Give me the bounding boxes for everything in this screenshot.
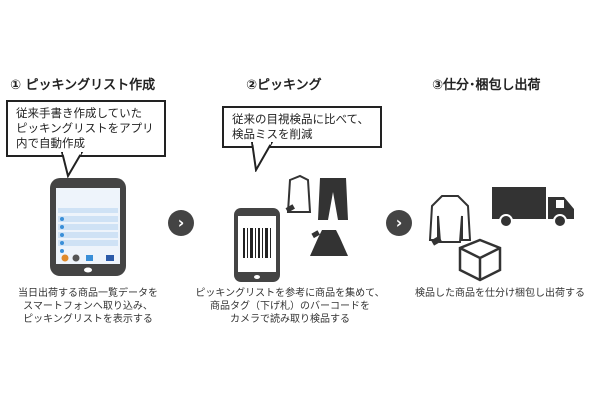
step2-title: ②ピッキング	[246, 78, 322, 93]
step2-caption: ピッキングリストを参考に商品を集めて、 商品タグ（下げ札）のバーコードを カメラ…	[190, 287, 390, 326]
bubble-line: 従来の目視検品に比べて、	[232, 112, 369, 126]
caption-line: カメラで読み取り検品する	[230, 314, 350, 325]
caption-line: ピッキングリストを表示する	[23, 314, 153, 325]
next-arrow-icon: ›	[386, 210, 412, 236]
caption-line: スマートフォンへ取り込み、	[23, 301, 153, 312]
bubble-line: 内で自動作成	[16, 136, 85, 150]
step1-title: ① ピッキングリスト作成	[10, 78, 156, 93]
caption-line: 当日出荷する商品一覧データを	[18, 288, 158, 299]
step1-speech-bubble: 従来手書き作成していた ピッキングリストをアプリ 内で自動作成	[6, 100, 166, 157]
step1-caption: 当日出荷する商品一覧データを スマートフォンへ取り込み、 ピッキングリストを表示…	[8, 287, 168, 326]
step3-caption: 検品した商品を仕分け梱包し出荷する	[405, 287, 595, 300]
clothing-items-icon	[285, 174, 348, 256]
bubble-tail	[60, 152, 84, 178]
step3-title: ③仕分･梱包し出荷	[432, 78, 541, 93]
smartphone-app-icon	[50, 178, 126, 276]
caption-line: 検品した商品を仕分け梱包し出荷する	[415, 288, 585, 299]
bubble-line: 従来手書き作成していた	[16, 106, 143, 120]
delivery-truck-icon	[492, 187, 574, 228]
next-arrow-icon: ›	[168, 210, 194, 236]
bubble-line: 検品ミスを削減	[232, 127, 313, 141]
caption-line: ピッキングリストを参考に商品を集めて、	[195, 288, 385, 299]
barcode-scan-phone-icon	[234, 208, 280, 282]
bubble-tail	[250, 142, 274, 172]
caption-line: 商品タグ（下げ札）のバーコードを	[210, 301, 370, 312]
bubble-line: ピッキングリストをアプリ	[16, 121, 154, 135]
step2-speech-bubble: 従来の目視検品に比べて、 検品ミスを削減	[222, 106, 382, 148]
package-box-icon	[458, 238, 502, 282]
sweater-icon	[428, 195, 472, 246]
